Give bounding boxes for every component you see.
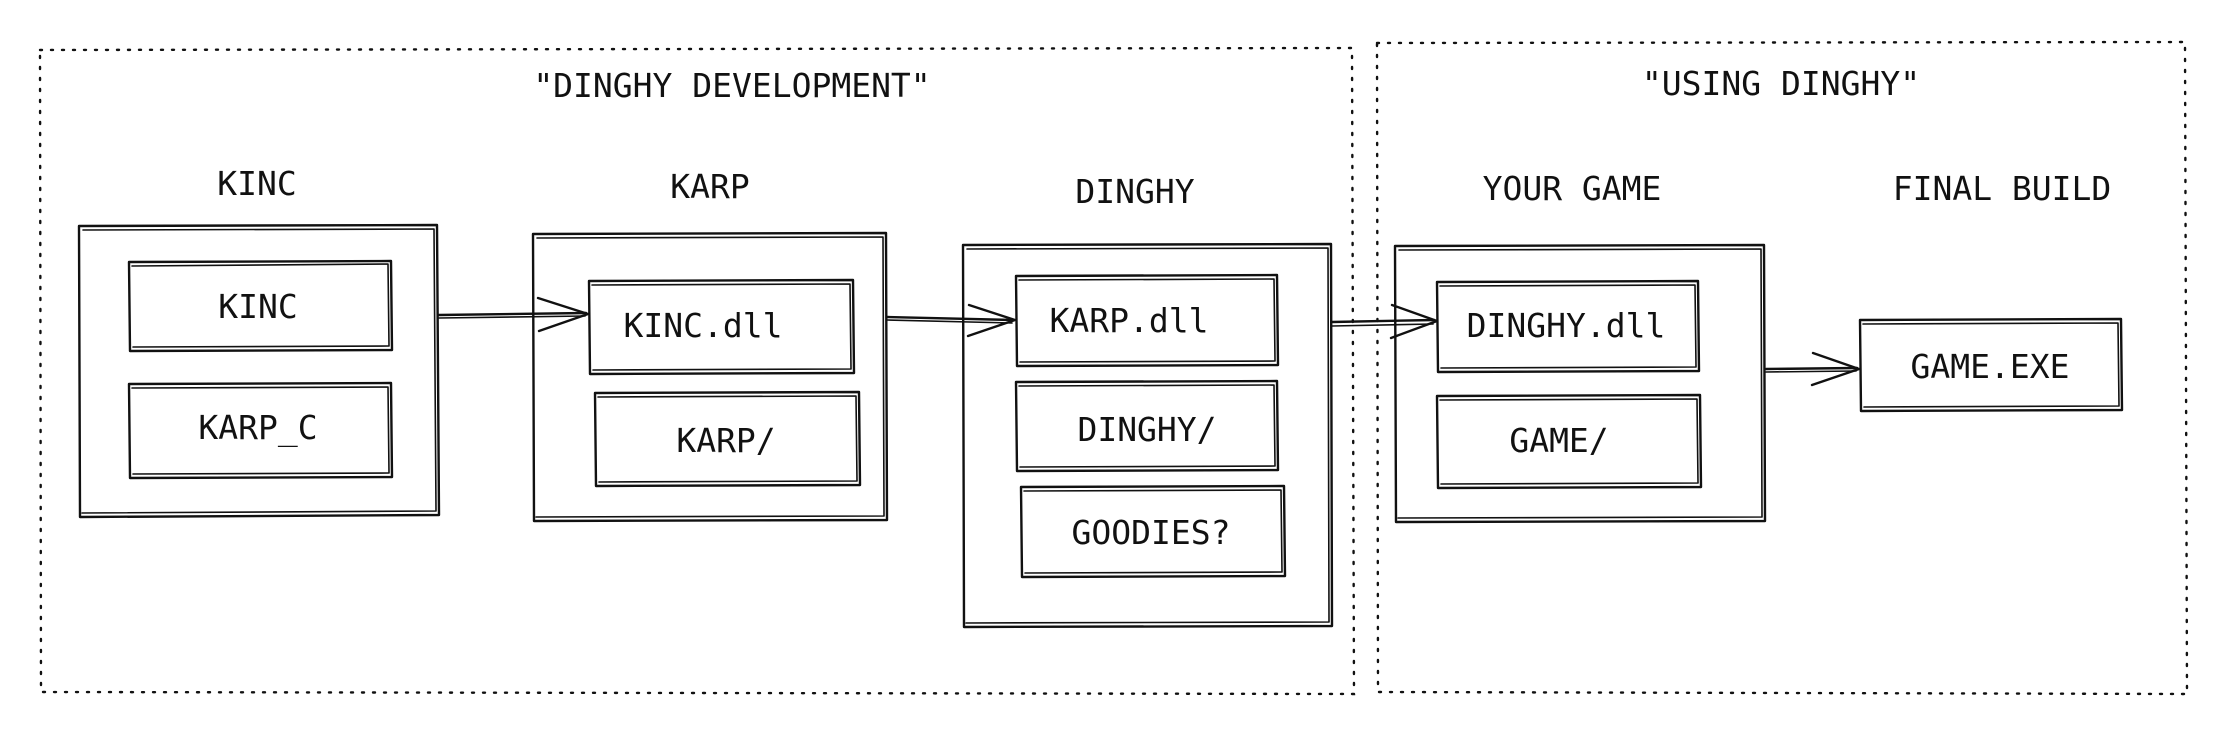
kinc-source-box: KINC: [127, 259, 394, 353]
arrow-your-game-to-final-build: [1764, 351, 1861, 387]
column-header-karp: KARP: [670, 167, 749, 206]
group-title-dinghy-development: "DINGHY DEVELOPMENT": [533, 66, 930, 105]
dinghy-dll-box: DINGHY.dll: [1435, 279, 1701, 374]
group-title-using-dinghy: "USING DINGHY": [1642, 64, 1920, 103]
group-dinghy-development: "DINGHY DEVELOPMENT": [38, 46, 1356, 696]
your-game-container: [1393, 243, 1767, 524]
game-exe-label: GAME.EXE: [1911, 347, 2070, 386]
group-using-dinghy: "USING DINGHY": [1375, 40, 2189, 696]
column-header-your-game: YOUR GAME: [1483, 169, 1662, 208]
karp-dll-box: KARP.dll: [1014, 273, 1280, 368]
dinghy-container: [961, 242, 1334, 629]
karp-container: [531, 231, 889, 523]
column-header-dinghy: DINGHY: [1075, 172, 1194, 211]
karp-dll-label: KARP.dll: [1050, 301, 1209, 340]
kinc-source-label: KINC: [218, 287, 297, 326]
game-folder-label: GAME/: [1509, 421, 1608, 460]
game-exe-box: GAME.EXE: [1858, 317, 2124, 413]
dinghy-folder-box: DINGHY/: [1014, 379, 1280, 473]
kinc-container: [77, 223, 441, 519]
dinghy-folder-label: DINGHY/: [1077, 410, 1216, 449]
kinc-dll-label: KINC.dll: [624, 306, 783, 345]
karp-folder-label: KARP/: [676, 421, 775, 460]
column-header-kinc: KINC: [217, 164, 296, 203]
column-header-final-build: FINAL BUILD: [1893, 169, 2112, 208]
goodies-box: GOODIES?: [1019, 484, 1287, 579]
arrow-dinghy-to-your-game: [1330, 303, 1439, 340]
arrow-kinc-to-karp: [437, 296, 590, 333]
kinc-dll-box: KINC.dll: [587, 278, 856, 376]
dinghy-dll-label: DINGHY.dll: [1467, 306, 1666, 345]
game-folder-box: GAME/: [1435, 393, 1703, 490]
karp-folder-box: KARP/: [593, 390, 862, 488]
karp-c-label: KARP_C: [198, 408, 317, 448]
arrow-karp-to-dinghy: [885, 303, 1017, 338]
goodies-label: GOODIES?: [1072, 513, 1231, 552]
karp-c-box: KARP_C: [127, 381, 394, 480]
